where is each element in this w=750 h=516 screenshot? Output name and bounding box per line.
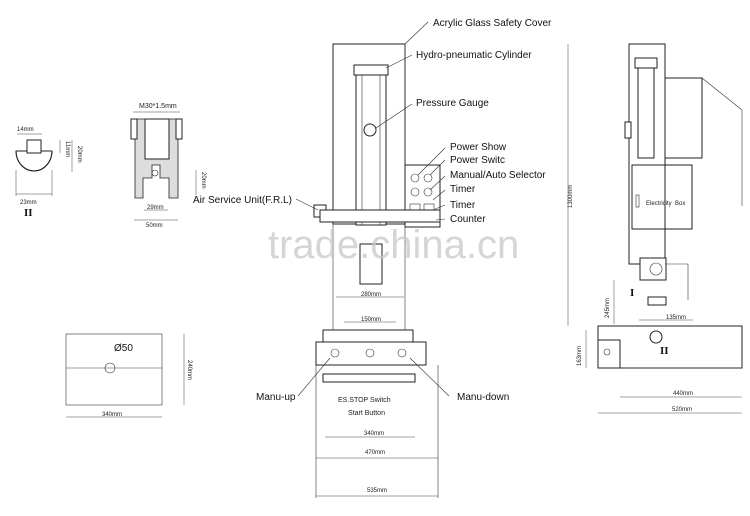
upper-table <box>319 209 441 223</box>
label-electricity: Electricity <box>646 201 672 207</box>
dim-470-text: 470mm <box>365 450 385 456</box>
dim-20b-text: 20mm <box>200 172 206 189</box>
leader-power-show <box>417 147 446 176</box>
watermark: trade.china.cn <box>268 223 519 267</box>
label-timer-2: Timer <box>450 200 476 211</box>
label-acrylic-cover: Acrylic Glass Safety Cover <box>433 18 552 29</box>
dim-150-text: 150mm <box>361 317 381 323</box>
dim-340a-text: 340mm <box>102 412 122 418</box>
work-table <box>322 329 414 343</box>
label-counter: Counter <box>450 214 486 225</box>
plate-hole <box>104 362 116 374</box>
side-cylinder-body <box>637 67 655 159</box>
dim-163-text: 163mm <box>577 346 583 366</box>
adapter-bore <box>144 118 170 160</box>
dim-340b-text: 340mm <box>364 431 384 437</box>
power-show-lamp-icon <box>410 173 420 183</box>
side-view: Electricity Box 1300mm 245mm 135mm 163mm… <box>567 43 743 414</box>
label-es-stop: ES.STOP Switch <box>338 397 391 404</box>
side-bracket <box>624 121 632 139</box>
front-view: 280mm 150mm 340mm 470mm 535mm Acrylic Gl… <box>193 18 552 498</box>
dim-535-text: 535mm <box>367 488 387 494</box>
detail-ii-right-label: II <box>660 345 669 357</box>
dim-135-text: 135mm <box>666 315 686 321</box>
leader-frl <box>295 198 319 211</box>
dim-280-text: 280mm <box>361 292 381 298</box>
label-air-service: Air Service Unit(F.R.L) <box>193 195 292 206</box>
ram <box>359 243 383 285</box>
label-hydro-cylinder: Hydro-pneumatic Cylinder <box>416 50 532 61</box>
label-power-show: Power Show <box>450 142 507 153</box>
leader-selector <box>429 175 446 191</box>
leader-manu-down <box>409 357 450 397</box>
detail-ii-slot <box>26 139 42 154</box>
side-motor-box <box>664 77 703 159</box>
electricity-box <box>631 164 693 230</box>
detail-ii-label: II <box>24 207 33 219</box>
leader-manu-up <box>297 357 331 397</box>
label-selector: Manual/Auto Selector <box>450 170 546 181</box>
label-power-switch: Power Switc <box>450 155 505 166</box>
threaded-adapter: M30*1.5mm 29mm 50mm 20mm <box>130 103 206 229</box>
label-timer-1: Timer <box>450 184 476 195</box>
side-ram-hole <box>649 262 663 276</box>
leader-power-switch <box>429 159 446 176</box>
dim-240-text: 240mm <box>186 360 192 380</box>
label-manu-down: Manu-down <box>457 392 509 403</box>
base-strip <box>322 373 416 383</box>
dim-14-text: 14mm <box>17 127 34 133</box>
selector-knob-icon <box>410 187 420 197</box>
side-cylinder-cap <box>634 57 658 69</box>
leader-cylinder <box>385 54 413 69</box>
leader-timer-1 <box>432 189 446 201</box>
side-detail-hole <box>649 330 663 344</box>
leader-counter <box>435 218 446 221</box>
side-foot-bolt <box>603 348 611 356</box>
cylinder-body <box>355 74 387 226</box>
adapter-flange-r <box>175 118 183 140</box>
dim-520-text: 520mm <box>672 407 692 413</box>
dim-23-text: 23mm <box>20 200 37 206</box>
plate-outline <box>65 333 163 406</box>
electricity-box-handle <box>635 194 640 208</box>
leader-gauge <box>375 103 413 129</box>
manu-down-button-icon <box>397 348 407 358</box>
detail-i-label: I <box>630 287 634 299</box>
dim-29-text: 29mm <box>147 205 164 211</box>
dim-thread-text: M30*1.5mm <box>139 103 177 110</box>
power-switch-icon <box>423 173 433 183</box>
side-back-frame-top <box>701 77 743 111</box>
dim-1300-text: 1300mm <box>568 185 574 208</box>
dim-245-text: 245mm <box>605 298 611 318</box>
adapter-centre <box>151 169 159 177</box>
label-manu-up: Manu-up <box>256 392 296 403</box>
adapter-flange-l <box>130 118 138 140</box>
es-stop-button-icon <box>365 348 375 358</box>
leader-acrylic <box>404 21 429 45</box>
base-plate: Ø50 240mm 340mm <box>65 333 192 418</box>
label-start-button: Start Button <box>348 410 385 417</box>
label-box: Box <box>675 201 685 207</box>
dim-50-text: 50mm <box>146 223 163 229</box>
dim-20a-text: 20mm <box>76 146 82 163</box>
control-panel <box>404 164 441 228</box>
dim-11-text: 11mm <box>64 141 70 157</box>
pressure-gauge-icon <box>363 123 377 137</box>
label-pressure-gauge: Pressure Gauge <box>416 98 489 109</box>
selector-knob-2-icon <box>423 187 433 197</box>
manu-up-button-icon <box>330 348 340 358</box>
side-ram <box>639 257 667 281</box>
leader-timer-2 <box>432 204 446 211</box>
dim-dia50-text: Ø50 <box>114 343 133 354</box>
dim-440-text: 440mm <box>673 391 693 397</box>
cylinder-cap <box>353 64 389 76</box>
detail-ii-body <box>15 150 53 172</box>
side-die <box>647 296 667 306</box>
base-block <box>315 341 427 366</box>
detail-ii-left: 14mm 11mm 20mm 23mm II <box>15 127 82 219</box>
detail-ii-arc <box>15 150 53 172</box>
